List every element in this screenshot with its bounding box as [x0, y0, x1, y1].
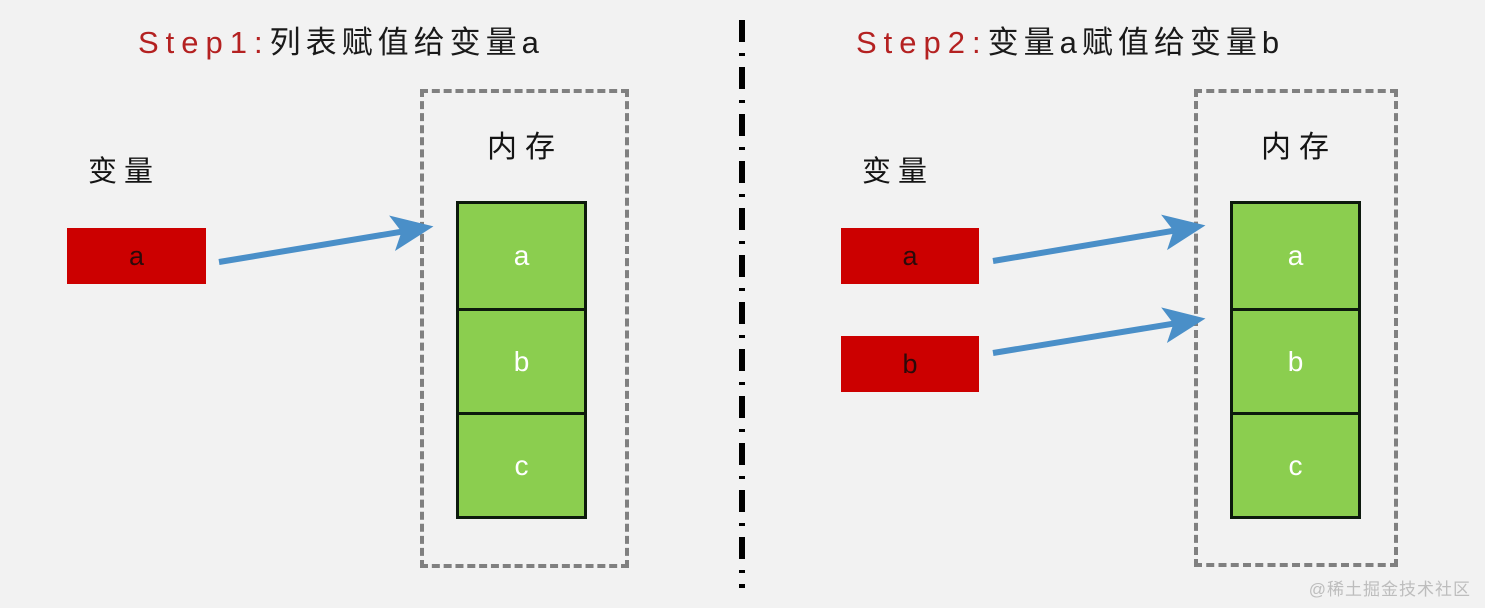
panel-title-step2-prefix: Step2: — [856, 25, 988, 60]
memory-cell-c-step1[interactable]: c — [459, 412, 584, 516]
memory-stack-step2: a b c — [1230, 201, 1361, 519]
memory-title-step1: 内存 — [487, 131, 563, 164]
watermark: @稀土掘金技术社区 — [1308, 580, 1471, 599]
memory-cell-b-step2[interactable]: b — [1233, 308, 1358, 412]
panel-title-step1-prefix: Step1: — [138, 25, 270, 60]
panel-title-step1-text: 列表赋值给变量a — [269, 25, 544, 60]
arrow-a-to-memory-step2 — [992, 214, 1206, 264]
memory-cell-b-step1[interactable]: b — [459, 308, 584, 412]
arrow-b-to-memory-step2 — [992, 307, 1206, 356]
memory-stack-step1: a b c — [456, 201, 587, 519]
variable-box-b-step2[interactable]: b — [841, 336, 979, 392]
memory-cell-a-step2[interactable]: a — [1233, 204, 1358, 308]
panel-title-step2: Step2:变量a赋值给变量b — [856, 27, 1284, 58]
panel-divider — [739, 20, 745, 588]
memory-cell-a-step1[interactable]: a — [459, 204, 584, 308]
memory-title-step2: 内存 — [1261, 131, 1337, 164]
panel-title-step2-text: 变量a赋值给变量b — [987, 25, 1285, 60]
variable-label-step2: 变量 — [862, 156, 935, 188]
variable-box-a-step1[interactable]: a — [67, 228, 206, 284]
panel-title-step1: Step1:列表赋值给变量a — [138, 27, 544, 58]
variable-box-a-step2[interactable]: a — [841, 228, 979, 284]
memory-cell-c-step2[interactable]: c — [1233, 412, 1358, 516]
variable-label-step1: 变量 — [88, 156, 161, 188]
arrow-a-to-memory-step1 — [218, 215, 434, 265]
memory-container-step1 — [420, 89, 629, 568]
